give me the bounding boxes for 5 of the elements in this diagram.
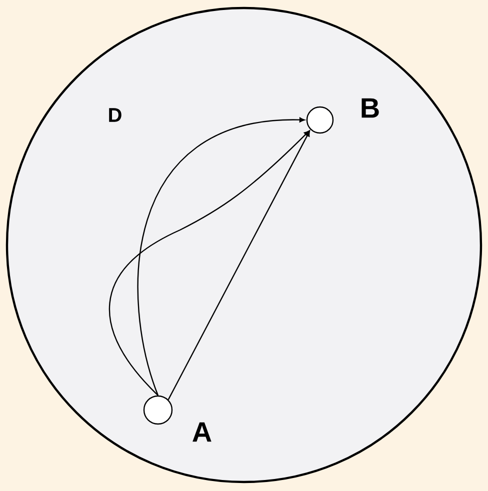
arrow <box>168 130 310 400</box>
node-label: A <box>192 422 212 442</box>
arrow <box>137 117 305 396</box>
arrow <box>109 130 310 396</box>
node-label: B <box>362 98 379 118</box>
